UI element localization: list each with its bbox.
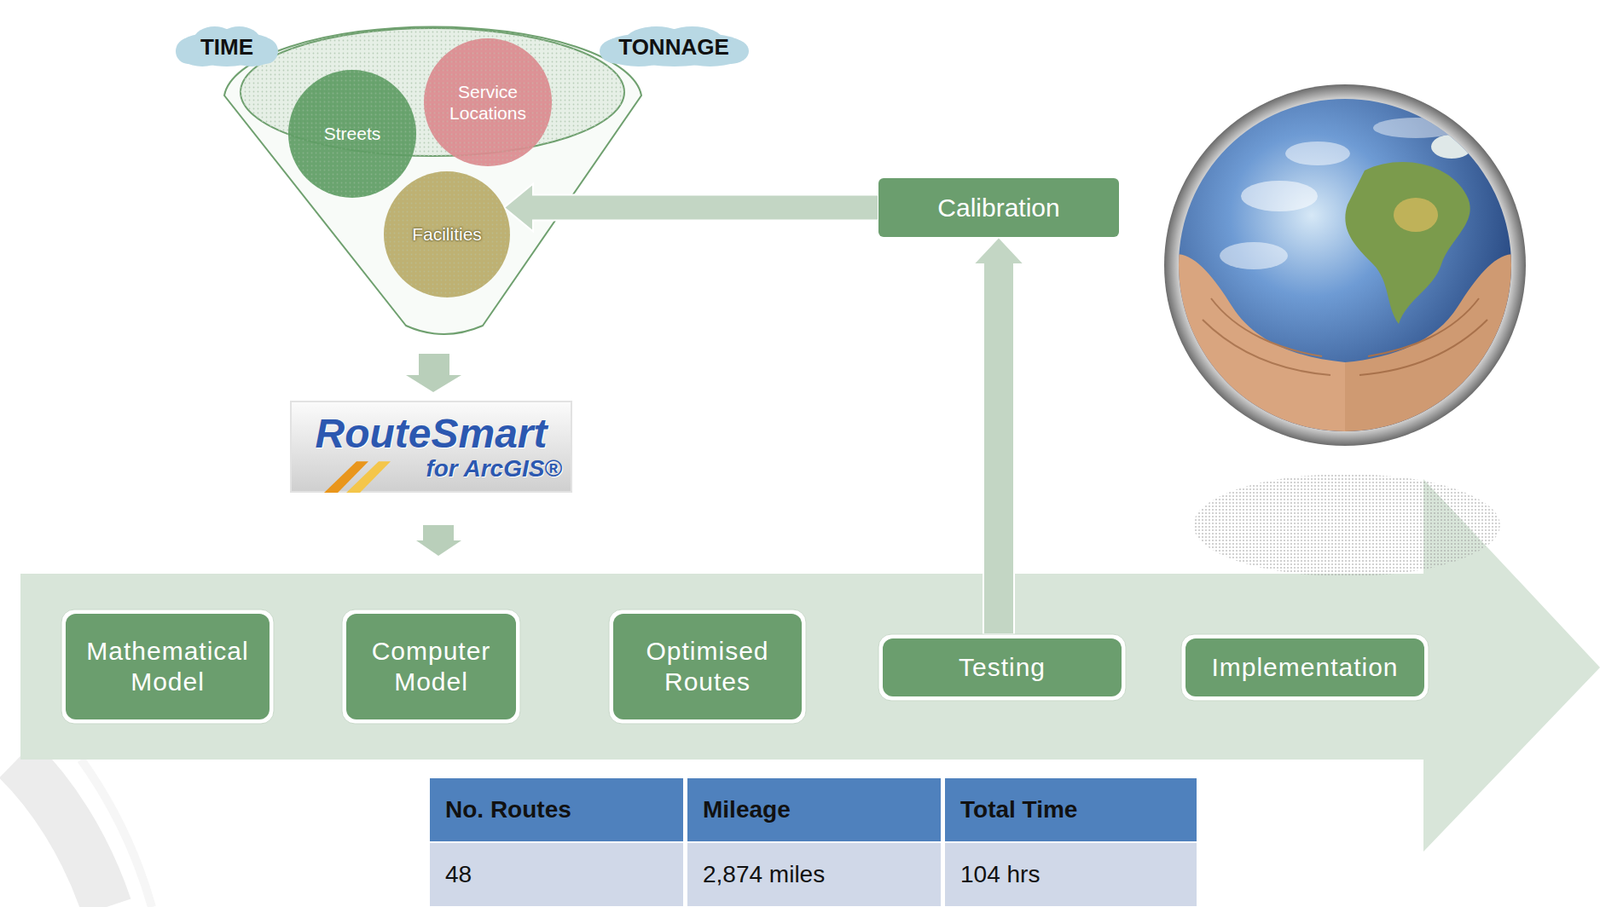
circle-shape	[288, 69, 417, 198]
cell-text: Total Time	[960, 796, 1078, 824]
node-text-group: Mathematical Model	[74, 636, 261, 698]
circle-shape	[383, 171, 511, 298]
finger-line	[1368, 298, 1479, 357]
node-text-group: Optimised Routes	[621, 636, 794, 698]
node-label: Streets	[324, 122, 382, 145]
box-border	[608, 609, 806, 725]
circle-texture	[288, 69, 417, 198]
node-shape	[423, 38, 552, 167]
process-box: Optimised Routes	[608, 609, 806, 725]
process-box: Calibration	[878, 178, 1119, 238]
table-cell: 104 hrs	[944, 843, 1197, 907]
node-shape	[61, 609, 274, 725]
cloud-tag: TONNAGE	[599, 26, 749, 70]
cell-text: Mileage	[702, 796, 791, 824]
finger-line	[1202, 319, 1331, 376]
globe-frame	[1164, 84, 1526, 447]
table-cell: No. Routes	[429, 778, 684, 842]
cell-text: 48	[445, 861, 472, 889]
finger-line	[1359, 319, 1488, 376]
table-cell: Total Time	[944, 778, 1197, 842]
node-shape	[342, 609, 521, 725]
circle-texture	[423, 38, 552, 167]
table-cell: 48	[429, 843, 684, 907]
node-label: Mathematical Model	[74, 636, 261, 698]
globe-desert	[1393, 197, 1438, 232]
circle-shape	[423, 38, 552, 167]
cloud-shape	[253, 38, 279, 64]
box-fill	[346, 614, 516, 720]
process-box: Testing	[878, 634, 1126, 702]
logo-plate	[290, 401, 572, 493]
logo-stripe	[346, 461, 391, 493]
circle-texture	[383, 171, 511, 298]
finger-line	[1211, 298, 1322, 357]
box-border	[878, 634, 1126, 702]
node-text-group: Facilities	[411, 223, 482, 245]
node-label: for ArcGIS®	[300, 456, 563, 482]
node-shape	[608, 609, 806, 725]
node-text-group: Implementation	[1211, 652, 1398, 684]
background-curve	[81, 759, 152, 907]
right-hand	[1344, 254, 1522, 444]
block-arrow	[504, 184, 879, 232]
input-circle: Service Locations	[423, 38, 552, 167]
node-label: Optimised Routes	[621, 636, 794, 698]
node-label: Calibration	[937, 192, 1060, 224]
node-label: Implementation	[1211, 652, 1398, 684]
process-box: Computer Model	[342, 609, 521, 725]
node-text-group: Streets	[324, 122, 382, 145]
box-fill	[613, 614, 802, 720]
left-hand	[1168, 254, 1345, 444]
node-label: Facilities	[411, 223, 482, 245]
table-cell: Mileage	[687, 778, 941, 842]
node-text-group: TIME	[200, 34, 254, 61]
cell-text: 104 hrs	[960, 861, 1040, 889]
block-arrow	[973, 237, 1025, 635]
process-box: Mathematical Model	[61, 609, 274, 725]
node-label: RouteSmart	[300, 412, 563, 456]
process-box: Implementation	[1181, 634, 1429, 702]
cloud-shape	[175, 38, 201, 64]
box-border	[1181, 634, 1429, 702]
globe-cloud	[1219, 242, 1288, 270]
box-border	[61, 609, 274, 725]
node-text-group: Calibration	[937, 192, 1060, 224]
table-cell: 2,874 miles	[687, 843, 941, 907]
globe-ice	[1431, 134, 1473, 159]
globe-cloud	[1373, 117, 1459, 139]
globe-continent	[1344, 162, 1470, 325]
globe-shadow	[1193, 474, 1501, 577]
software-logo: RouteSmartfor ArcGIS®	[289, 400, 573, 493]
down-arrow	[416, 525, 462, 557]
input-circle: Streets	[288, 69, 417, 198]
box-border	[342, 609, 521, 725]
node-text-group: Computer Model	[354, 636, 508, 698]
node-label: TIME	[200, 34, 254, 61]
node-text-group: TONNAGE	[618, 34, 730, 61]
box-fill	[65, 614, 270, 720]
node-label: TONNAGE	[618, 34, 730, 61]
node-text-group: Testing	[958, 652, 1046, 684]
box-fill	[878, 178, 1119, 238]
funnel-outline	[224, 26, 642, 335]
cell-text: 2,874 miles	[702, 861, 825, 889]
box-fill	[882, 638, 1122, 697]
box-fill	[1185, 638, 1425, 697]
input-circle: Facilities	[383, 171, 511, 298]
globe-cloud	[1285, 141, 1351, 166]
node-label: Computer Model	[354, 636, 508, 698]
node-label: Service Locations	[436, 81, 540, 124]
globe-cloud	[1240, 180, 1318, 212]
node-text-group: Service Locations	[436, 81, 540, 124]
node-text-group: RouteSmartfor ArcGIS®	[300, 412, 563, 482]
node-label: Testing	[958, 652, 1046, 684]
cell-text: No. Routes	[445, 796, 572, 824]
cloud-tag: TIME	[175, 26, 279, 70]
down-arrow	[405, 353, 462, 393]
